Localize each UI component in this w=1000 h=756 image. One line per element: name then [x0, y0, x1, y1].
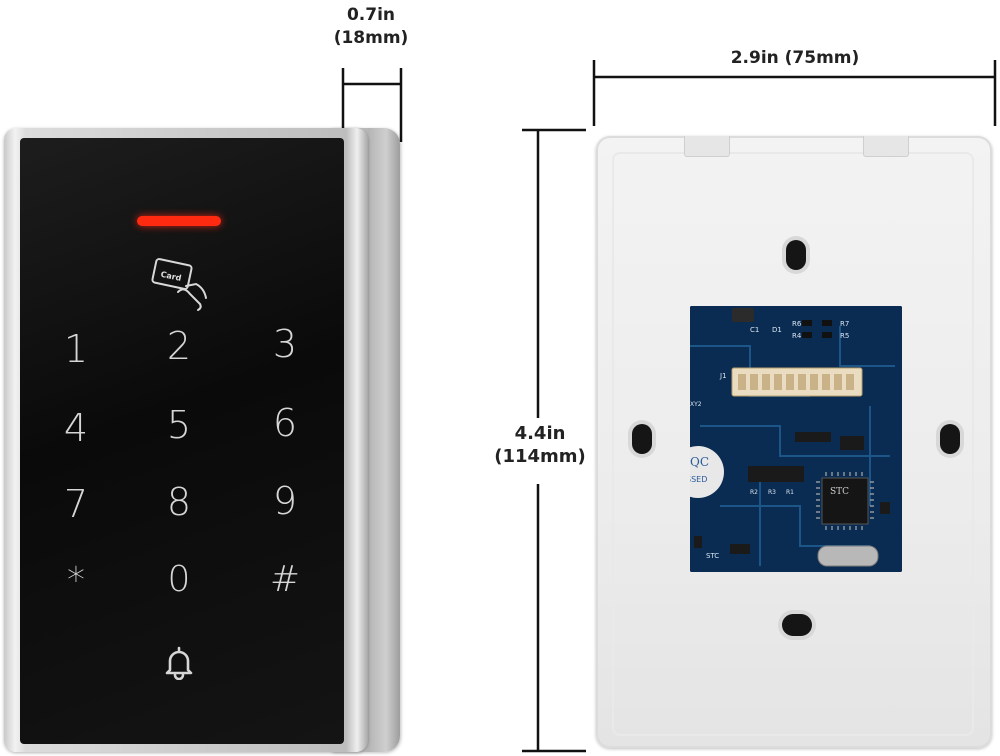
pcb-label-r2: R2 [750, 489, 758, 496]
depth-label-inches: 0.7in [346, 5, 396, 25]
circuit-board: QC SSED C1 D1 R6 R7 R4 R5 J1 R2 R3 R1 [690, 306, 902, 572]
height-label-mm: (114mm) [494, 446, 586, 467]
qc-sticker [690, 446, 724, 498]
key-1[interactable]: 1 [63, 327, 89, 371]
height-label-inches: 4.4in [514, 423, 566, 444]
key-8[interactable]: 8 [166, 480, 192, 524]
screw-slot-bottom [782, 614, 812, 636]
mounting-tab-right [863, 136, 909, 157]
pcb-label-d1: D1 [772, 326, 782, 334]
pcb-label-r6: R6 [792, 320, 802, 328]
microcontroller-chip [821, 477, 869, 525]
pcb-window: QC SSED C1 D1 R6 R7 R4 R5 J1 R2 R3 R1 [690, 306, 902, 572]
bell-icon [165, 646, 193, 680]
pcb-label-r7: R7 [840, 320, 849, 328]
screw-slot-right [940, 424, 960, 454]
pcb-label-c1: C1 [750, 326, 759, 334]
pcb-label-r4: R4 [792, 332, 802, 340]
height-label: 4.4in (114mm) [490, 422, 590, 468]
key-7[interactable]: 7 [63, 482, 89, 526]
qc-sticker-text: QC [690, 455, 709, 469]
key-5[interactable]: 5 [166, 403, 192, 447]
chip-label: STC [830, 487, 849, 497]
key-2[interactable]: 2 [166, 324, 192, 368]
key-hash[interactable]: # [269, 559, 301, 600]
key-9[interactable]: 9 [272, 479, 298, 523]
back-plate-inner-rim [612, 152, 974, 736]
screw-slot-left [632, 424, 652, 454]
crystal-oscillator [817, 545, 879, 567]
screw-slot-top [786, 240, 806, 270]
keypad-face [20, 138, 344, 744]
depth-label: 0.7in (18mm) [318, 4, 424, 50]
width-label: 2.9in (75mm) [700, 47, 890, 70]
pcb-label-xy2: STC [706, 552, 719, 560]
key-6[interactable]: 6 [272, 401, 298, 445]
pcb-label-r5: R5 [840, 332, 849, 340]
pcb-label-j1: J1 [719, 372, 727, 380]
key-4[interactable]: 4 [63, 406, 89, 450]
card-reader-icon: Card [148, 256, 212, 312]
pcb-label-r3: R3 [768, 489, 776, 496]
key-3[interactable]: 3 [272, 322, 298, 366]
card-label: Card [160, 270, 183, 283]
status-led [137, 216, 221, 226]
key-star[interactable]: * [67, 560, 85, 601]
qc-sticker-text-2: SSED [690, 475, 707, 484]
depth-label-mm: (18mm) [333, 28, 409, 48]
mounting-tab-left [684, 136, 730, 157]
width-label-text: 2.9in (75mm) [730, 48, 860, 68]
doorbell-button[interactable] [149, 638, 209, 686]
pcb-label-ic: XY2 [690, 401, 702, 408]
pcb-label-r1: R1 [786, 489, 794, 496]
key-0[interactable]: 0 [167, 559, 191, 600]
